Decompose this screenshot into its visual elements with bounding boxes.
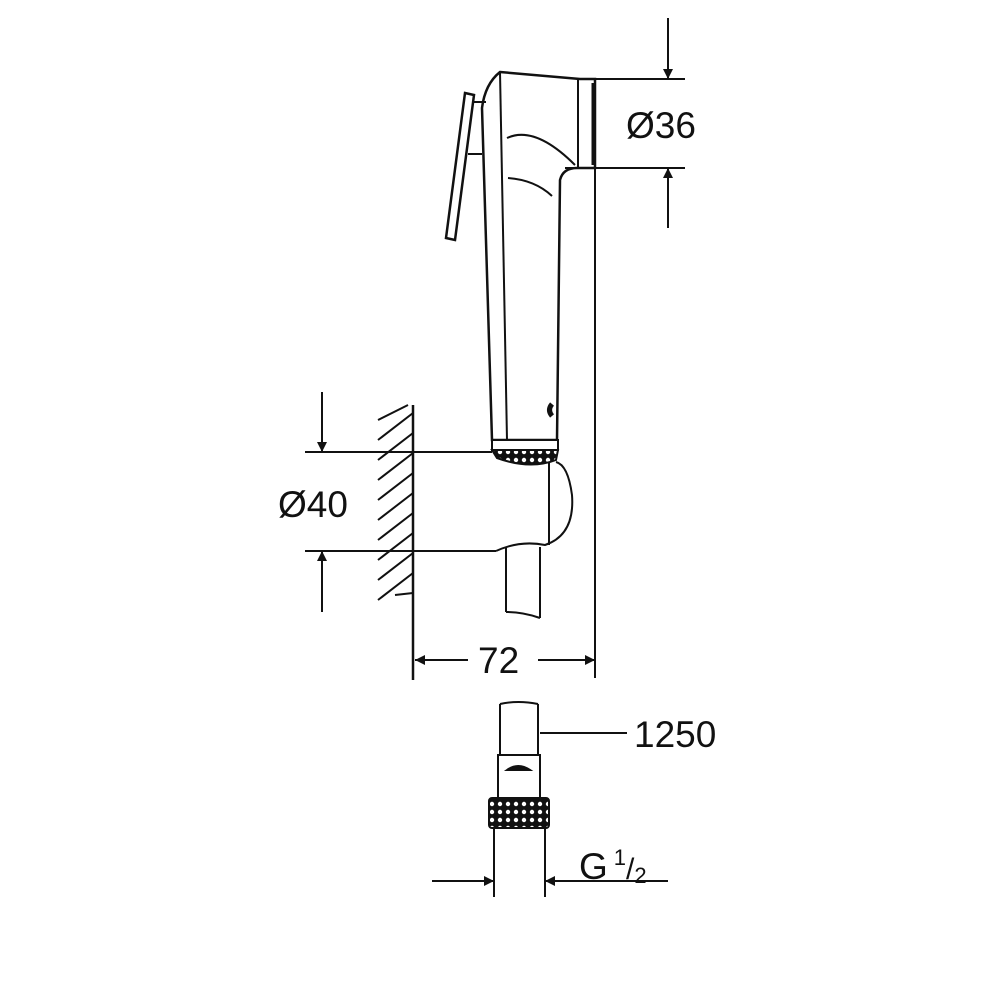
head-diameter-label: Ø36 [626,105,696,146]
thread-main: G [579,846,608,887]
hose [505,547,541,619]
dimension-projection [415,168,596,678]
holder-diameter-label: Ø40 [278,484,348,525]
thread-slash: / [626,853,635,886]
projection-label: 72 [478,640,520,681]
dimension-holder-diameter [305,392,415,612]
hose-end [488,701,627,897]
wall-holder [415,451,574,552]
thread-num: 1 [613,845,627,870]
wall-hatch [377,404,415,680]
trigger-lever [444,91,486,242]
hose-length-label: 1250 [634,714,717,755]
hand-shower [444,70,597,442]
thread-den: 2 [634,863,647,888]
